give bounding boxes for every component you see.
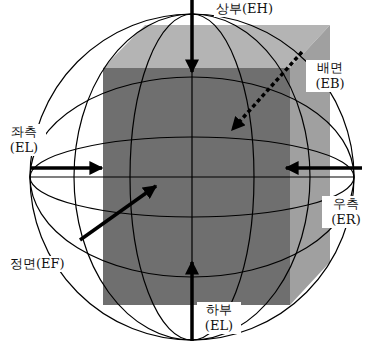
direction-label: 좌측 (EL) bbox=[2, 124, 46, 156]
cube-top bbox=[103, 25, 330, 68]
direction-label: 정면(EF) bbox=[8, 256, 67, 272]
direction-label: 상부(EH) bbox=[214, 1, 275, 17]
load-arrows bbox=[30, 0, 362, 341]
direction-label: 배면 (EB) bbox=[306, 60, 354, 92]
direction-label: 하부 (EL) bbox=[197, 302, 241, 334]
direction-label: 우측 (ER) bbox=[322, 196, 370, 228]
